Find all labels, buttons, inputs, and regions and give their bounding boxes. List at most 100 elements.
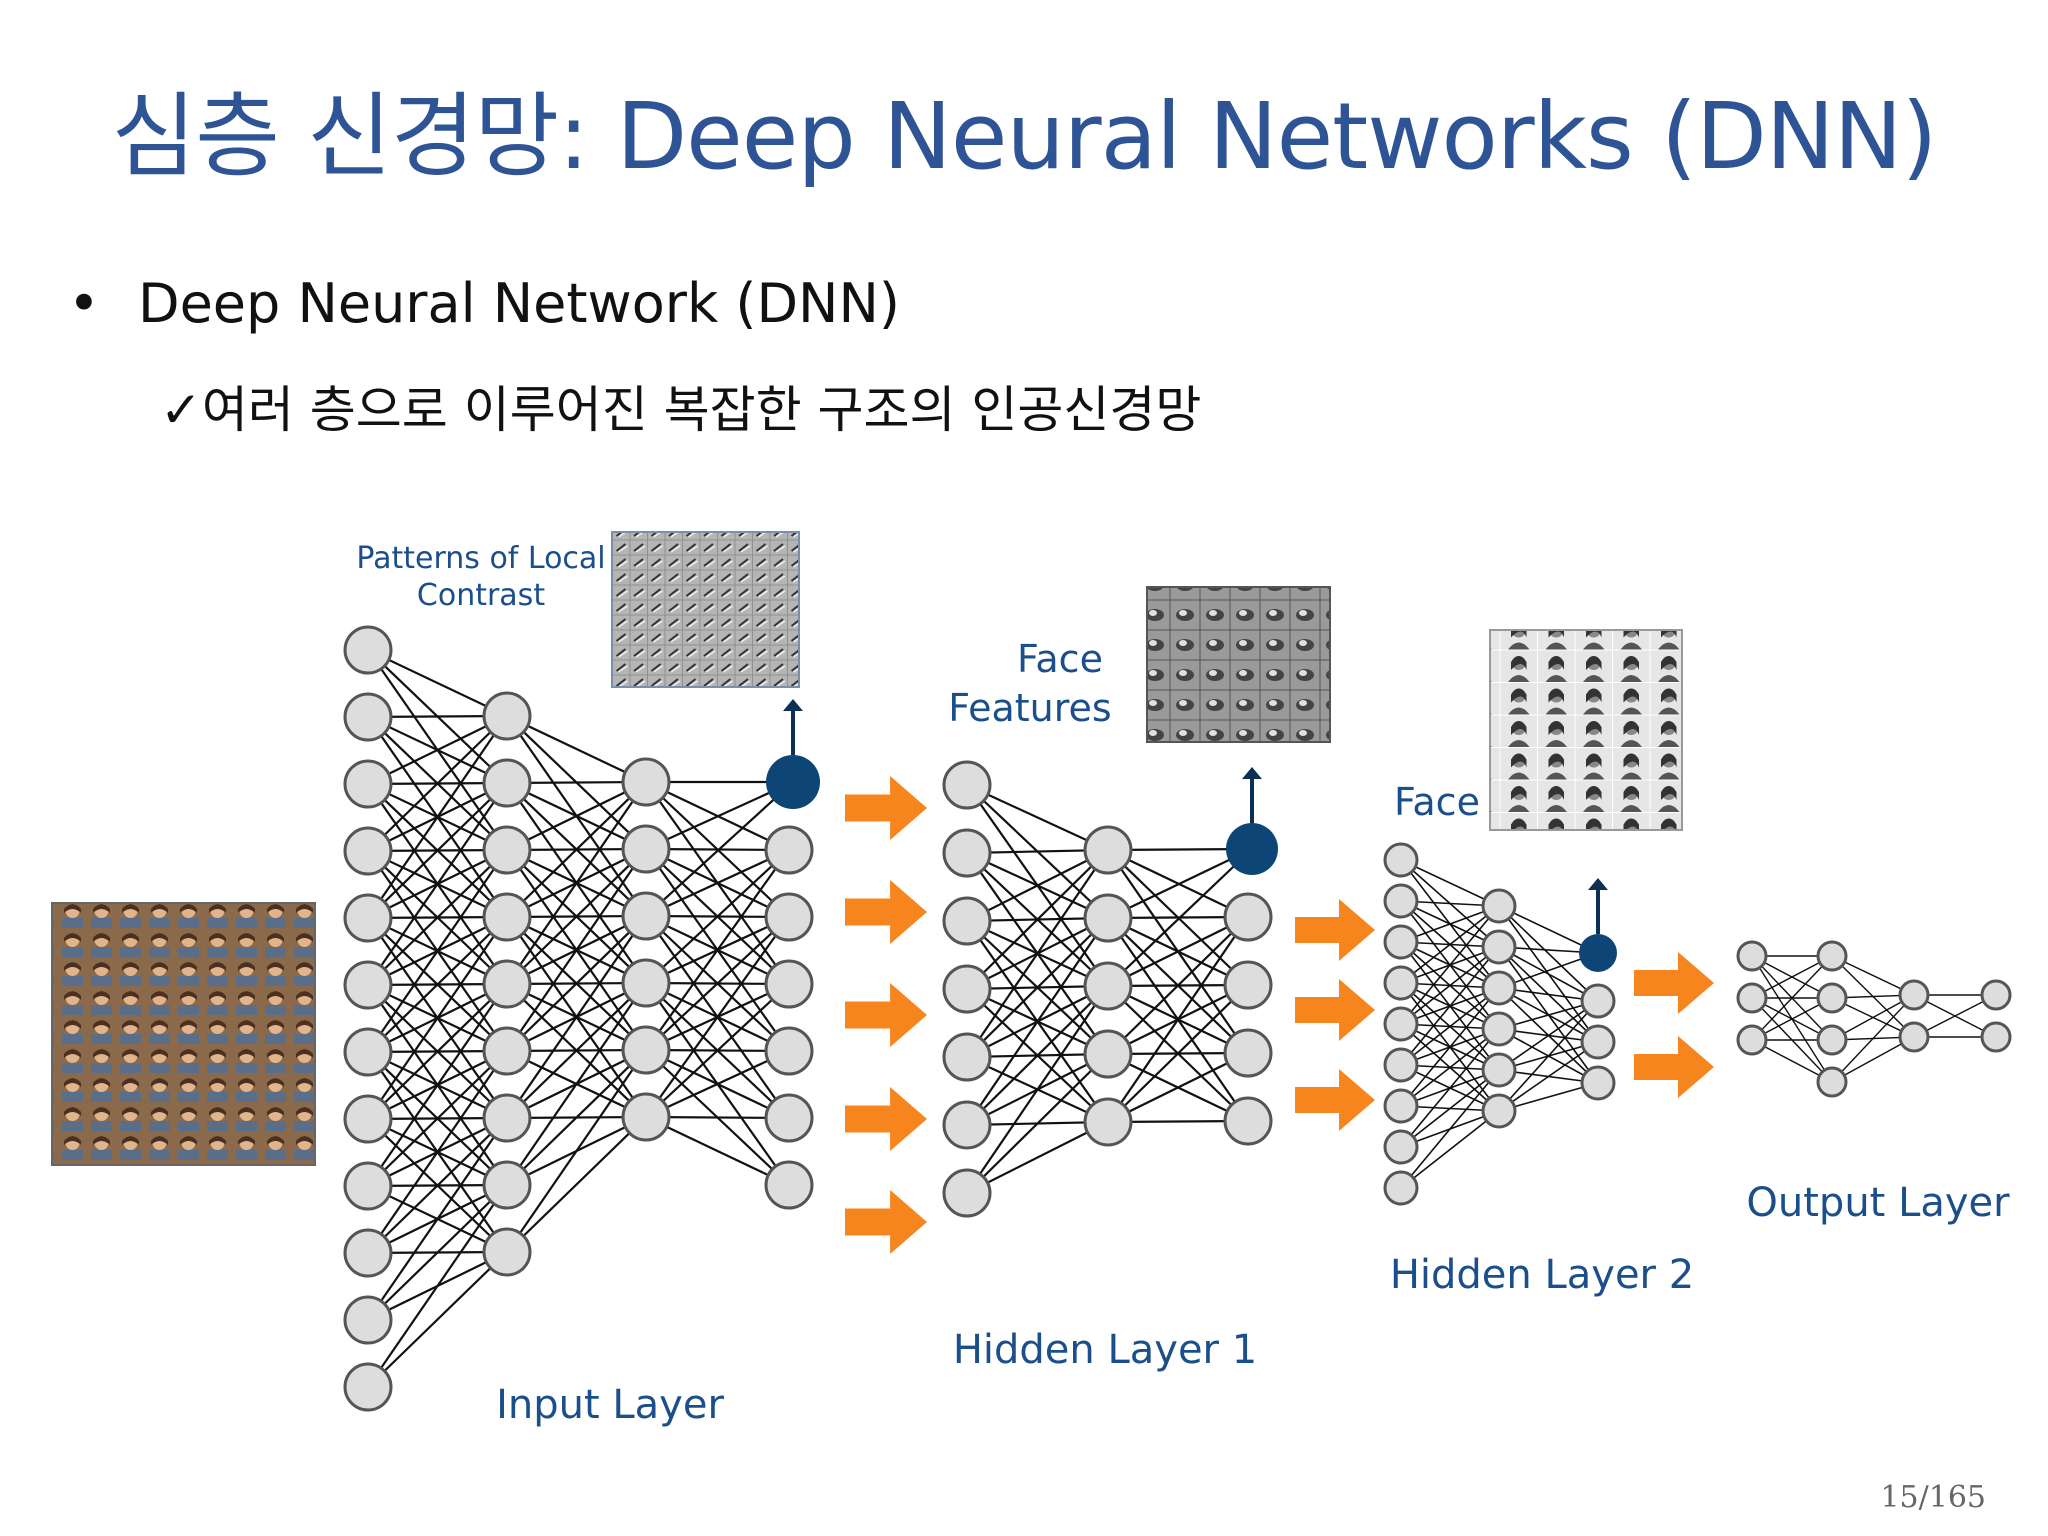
neuron-node xyxy=(764,825,814,875)
check-icon: ✓ xyxy=(160,381,202,439)
connection-line xyxy=(966,917,1109,1058)
patterns-label-line1: Patterns of Local xyxy=(356,541,605,576)
neuron-node xyxy=(1083,961,1133,1011)
neuron-node xyxy=(1736,982,1768,1014)
neuron-node xyxy=(942,964,992,1014)
connection-line xyxy=(1400,946,1500,1066)
input-layer-label: Input Layer xyxy=(496,1382,724,1428)
connection-line xyxy=(367,715,508,785)
neuron-node xyxy=(764,959,814,1009)
neuron-node xyxy=(1083,1097,1133,1147)
connection-line xyxy=(1107,916,1249,1055)
sub-bullet-text: 여러 층으로 이루어진 복잡한 구조의 인공신경망 xyxy=(201,381,1202,439)
connection-line xyxy=(1400,859,1500,907)
neuron-node xyxy=(343,826,393,876)
connection-line xyxy=(506,848,647,1052)
hidden-layer-2-label: Hidden Layer 2 xyxy=(1390,1252,1694,1298)
hidden-layer-1-label: Hidden Layer 1 xyxy=(953,1327,1257,1373)
slide-title: 심층 신경망: Deep Neural Networks (DNN) xyxy=(111,83,1938,190)
connection-line xyxy=(367,782,508,986)
connection-line xyxy=(506,1049,647,1186)
neuron-node xyxy=(1580,1065,1616,1101)
connection-line xyxy=(645,1116,790,1186)
neuron-node xyxy=(482,825,532,875)
neuron-node xyxy=(343,1094,393,1144)
neuron-node xyxy=(482,1093,532,1143)
connection-line xyxy=(367,983,508,1187)
connection-line xyxy=(1751,955,1833,1041)
connection-line xyxy=(1498,905,1599,1002)
neuron-node xyxy=(621,824,671,874)
neuron-node xyxy=(1383,1047,1419,1083)
connection-line xyxy=(966,1121,1109,1194)
connection-line xyxy=(645,849,790,984)
connection-line xyxy=(1400,905,1500,1025)
neuron-node xyxy=(1816,940,1848,972)
face-image xyxy=(1489,629,1683,831)
bullet-marker: • xyxy=(68,272,100,335)
orange-arrow xyxy=(845,983,927,1047)
connection-line xyxy=(367,1117,508,1321)
neuron-node xyxy=(942,1032,992,1082)
neuron-node xyxy=(1223,892,1273,942)
neuron-node xyxy=(482,892,532,942)
connection-line xyxy=(506,915,647,1052)
connection-line xyxy=(506,781,647,851)
connection-line xyxy=(1107,916,1249,987)
orange-arrow xyxy=(845,1087,927,1151)
flow-arrows xyxy=(845,776,1714,1254)
neuron-node xyxy=(621,1025,671,1075)
neuron-node xyxy=(621,958,671,1008)
neuron-node xyxy=(1223,1028,1273,1078)
connection-line xyxy=(645,916,790,1051)
connection-line xyxy=(506,1049,647,1253)
orange-arrow xyxy=(845,880,927,944)
connection-line xyxy=(1107,848,1253,919)
neuron-node xyxy=(1898,979,1930,1011)
connection-line xyxy=(1107,848,1253,987)
local-contrast-image xyxy=(611,531,800,688)
neuron-node xyxy=(942,1100,992,1150)
face-label: Face xyxy=(1394,780,1480,824)
neuron-node xyxy=(343,893,393,943)
neuron-node xyxy=(621,1092,671,1142)
neuron-node xyxy=(1481,1011,1517,1047)
orange-arrow xyxy=(845,776,927,840)
connection-line xyxy=(966,784,1109,851)
connection-line xyxy=(367,916,508,1053)
neuron-node xyxy=(1383,883,1419,919)
connection-line xyxy=(506,982,647,1119)
connection-line xyxy=(367,782,508,919)
neuron-node xyxy=(1383,924,1419,960)
neuron-node xyxy=(1083,825,1133,875)
feature-neuron-node xyxy=(1579,934,1617,972)
neuron-node xyxy=(1223,1096,1273,1146)
connection-line xyxy=(966,985,1109,1126)
neuron-node xyxy=(1980,979,2012,1011)
neuron-node xyxy=(1083,1029,1133,1079)
connection-line xyxy=(1400,1028,1500,1148)
orange-arrow xyxy=(1295,899,1375,961)
neuron-node xyxy=(764,1026,814,1076)
neuron-node xyxy=(621,757,671,807)
neuron-node xyxy=(942,896,992,946)
neuron-node xyxy=(1816,982,1848,1014)
connection-line xyxy=(966,917,1109,1126)
neuron-node xyxy=(343,1362,393,1412)
neuron-node xyxy=(482,1026,532,1076)
connection-line xyxy=(367,916,508,1120)
neuron-node xyxy=(343,1027,393,1077)
neuron-node xyxy=(1816,1066,1848,1098)
connection-line xyxy=(367,1184,508,1388)
connection-line xyxy=(506,781,647,918)
connection-line xyxy=(367,1050,508,1254)
neuron-node xyxy=(343,692,393,742)
connection-line xyxy=(1107,1052,1249,1123)
neuron-node xyxy=(764,1093,814,1143)
neuron-node xyxy=(1481,888,1517,924)
neuron-node xyxy=(1083,893,1133,943)
neuron-node xyxy=(343,759,393,809)
neuron-node xyxy=(343,1295,393,1345)
input-faces-image xyxy=(51,902,316,1166)
